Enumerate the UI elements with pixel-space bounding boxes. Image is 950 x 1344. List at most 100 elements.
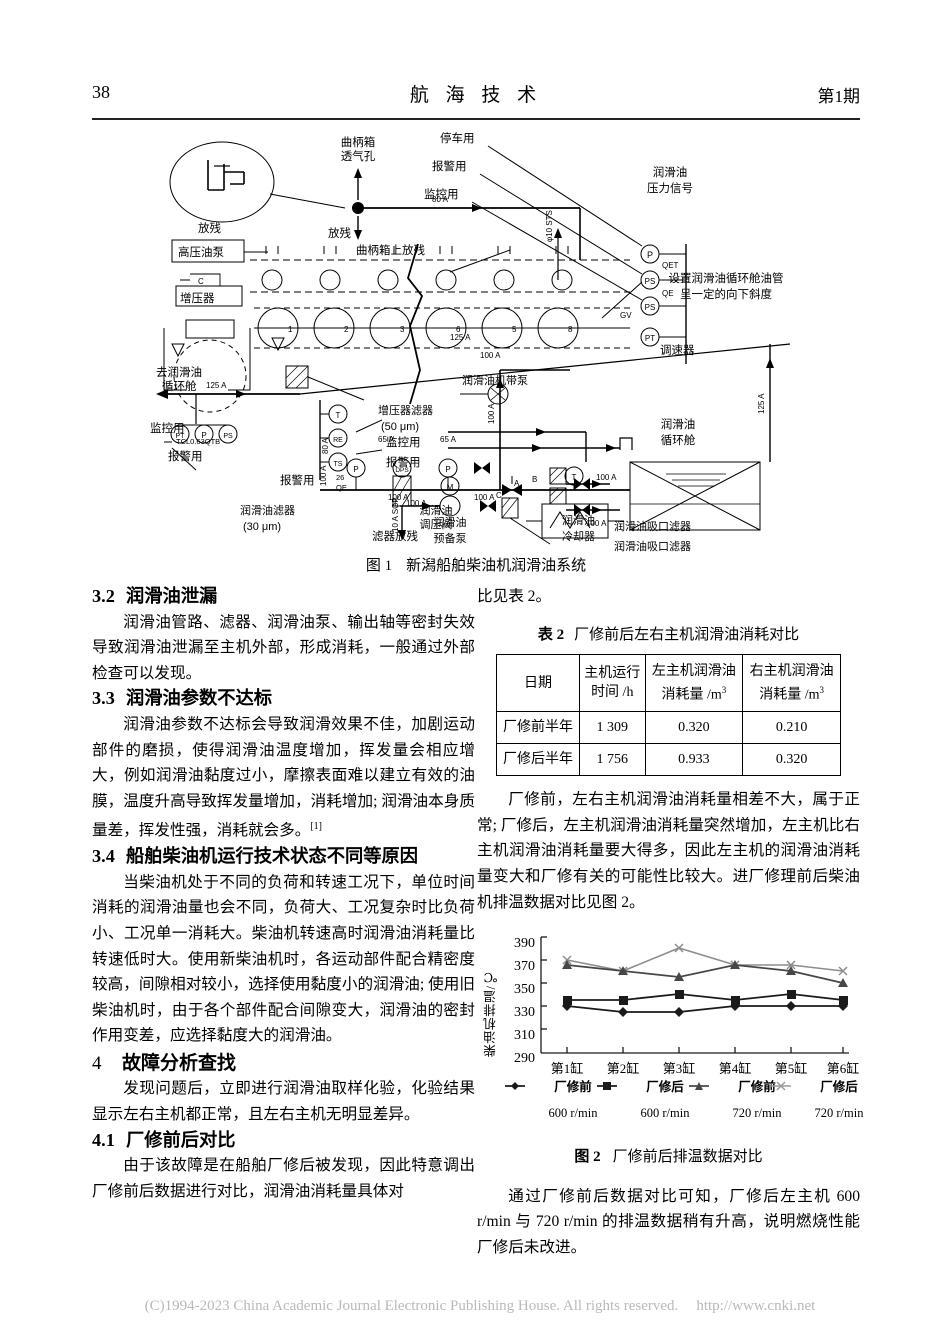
diagram-label-circ-tank-1: 润滑油 [661,417,696,431]
svg-text:T: T [572,473,577,482]
diagram-label-cooler-2: 冷却器 [562,530,595,543]
paragraph-after-table: 厂修前，左右主机润滑油消耗量相差不大，属于正常; 厂修后，左主机润滑油消耗量突然… [477,791,860,911]
diagram-label-hp-pump: 高压油泵 [178,245,224,259]
svg-text:100 A: 100 A [319,465,328,486]
page-footer: (C)1994-2023 China Academic Journal Elec… [40,1298,920,1315]
svg-text:100 A: 100 A [586,519,607,528]
diagram-label-drain-left: 放残 [198,221,221,235]
diagram-label-standby-pump-2: 预备泵 [434,531,467,545]
diagram-label-alarm-mid: 报警用 [386,455,421,469]
svg-text:TS: TS [334,461,343,468]
svg-text:8: 8 [568,325,573,334]
page-header: 38 航 海 技 术 第1期 [92,78,860,118]
series-markers-after-720 [562,943,848,976]
journal-title: 航 海 技 术 [409,85,543,106]
svg-text:10 A SGP: 10 A SGP [391,497,400,532]
diagram-label-slope-2: 呈一定的向下斜度 [680,287,772,301]
svg-text:100 A: 100 A [487,403,496,424]
paragraph-continuation: 比见表 2。 [477,588,552,605]
chart-ytick: 310 [514,1028,535,1044]
legend-marker-triangle [689,1082,709,1091]
cell-runtime: 1 756 [579,743,646,777]
figure2-caption-label: 图 2 [574,1149,601,1166]
th-date-line1: 日期 [524,675,552,691]
th-runtime-line2: 时间 /h [591,685,634,701]
legend-label: 厂修后 [820,1080,858,1095]
svg-text:P: P [445,465,450,474]
svg-text:100 A: 100 A [596,473,617,482]
svg-text:T: T [336,411,341,420]
cell-date: 厂修前半年 [496,711,580,745]
legend-marker-diamond [505,1082,525,1091]
svg-text:A: A [514,479,520,488]
heading-3-2: 3.2 润滑油泄漏 [92,584,475,610]
svg-text:125 A: 125 A [206,381,227,390]
heading-3-4-text: 船舶柴油机运行技术状态不同等原因 [126,846,418,867]
chart-xtick: 第6缸 [826,1061,860,1077]
chart-ytick: 350 [514,982,535,998]
svg-text:65 A: 65 A [440,435,457,444]
diagram-label-suction-filter-2: 润滑油吸口滤器 [614,539,691,552]
legend-sublabel: 600 r/min [640,1105,690,1120]
legend-label: 厂修前 [738,1080,776,1095]
figure1-caption-text: 新潟船舶柴油机润滑油系统 [406,558,587,574]
figure2-chart: 柴油机排温/℃ 390 370 350 330 310 290 [477,925,863,1133]
diagram-label-suction-filter-1: 润滑油吸口滤器 [614,519,691,533]
paragraph-3-3-body: 润滑油参数不达标会导致润滑效果不佳，加剧运动部件的磨损，使得润滑油温度增加，挥发… [92,715,475,840]
chart-ytick: 370 [514,959,535,975]
table-header-date: 日期 [496,654,580,713]
paragraph-end: 通过厂修前后数据对比可知，厂修后左主机 600 r/min 与 720 r/mi… [477,1187,860,1256]
heading-3-2-number: 3.2 [92,586,115,606]
diagram-label-stop-use: 停车用 [440,132,475,145]
page-number: 38 [92,82,110,102]
figure1-caption-label: 图 1 [365,558,393,574]
table-header-right-engine: 右主机润滑油 消耗量 /m3 [742,654,841,713]
diagram-label-vent-2: 透气孔 [341,149,376,163]
legend-marker-square [597,1082,617,1091]
diagram-label-monitor-mid: 监控用 [386,435,421,449]
diagram-label-pressure-signal-1: 润滑油 [653,165,688,179]
svg-text:3: 3 [400,325,405,334]
legend-label: 厂修前 [554,1080,592,1095]
diagram-label-monitor-top: 监控用 [424,187,459,201]
cell-left-consumption: 0.320 [644,711,744,745]
diagram-label-alarm-left: 报警用 [168,449,203,463]
cell-right-consumption: 0.210 [742,711,841,745]
cell-right-consumption: 0.320 [742,743,841,777]
th-right-sup: 3 [819,684,825,695]
svg-text:←: ← [446,503,454,512]
svg-text:P: P [353,465,358,474]
diagram-label-sc-filter: 增压器滤器 [378,403,433,417]
svg-text:100 A: 100 A [406,499,427,508]
cell-runtime: 1 309 [579,711,646,745]
paragraph-3-3: 润滑油参数不达标会导致润滑效果不佳，加剧运动部件的磨损，使得润滑油温度增加，挥发… [92,712,475,844]
svg-text:.: . [386,515,389,527]
svg-text:65 A: 65 A [378,435,395,444]
header-divider [92,118,860,120]
svg-text:QE: QE [662,289,674,298]
issue-number: 第1期 [817,87,861,106]
diagram-label-vent-1: 曲柄箱 [341,135,376,149]
paragraph-3-4: 当柴油机处于不同的负荷和转速工况下，单位时间消耗的润滑油量也会不同，负荷大、工况… [92,873,475,1045]
chart-xtick: 第4缸 [718,1061,752,1077]
series-markers-before-600 [562,1001,848,1018]
svg-text:125 A: 125 A [450,333,471,342]
diagram-label-sc-filter-spec: (50 μm) [381,421,419,433]
svg-text:100 A: 100 A [480,351,501,360]
chart-ytick: 290 [514,1051,535,1067]
svg-text:125 A: 125 A [757,393,766,414]
footer-url[interactable]: http://www.cnki.net [696,1298,816,1314]
table-header-row: 日期 主机运行 时间 /h 左主机润滑油 消耗量 /m3 右主机润滑油 消耗量 … [496,654,841,713]
svg-text:GV: GV [620,311,632,320]
heading-3-2-text: 润滑油泄漏 [126,586,218,606]
legend-item-after-720: 厂修后 720 r/min [771,1075,885,1126]
series-line-after-720 [566,947,844,972]
diagram-label-engine-pump: 润滑油机带泵 [462,373,528,387]
diagram-label-standby-pump-1: 润滑油 [434,515,467,529]
heading-3-3-text: 润滑油参数不达标 [126,688,272,709]
svg-text:PT: PT [176,433,186,440]
svg-text:B: B [532,475,537,484]
reference-mark: [1] [310,821,322,833]
